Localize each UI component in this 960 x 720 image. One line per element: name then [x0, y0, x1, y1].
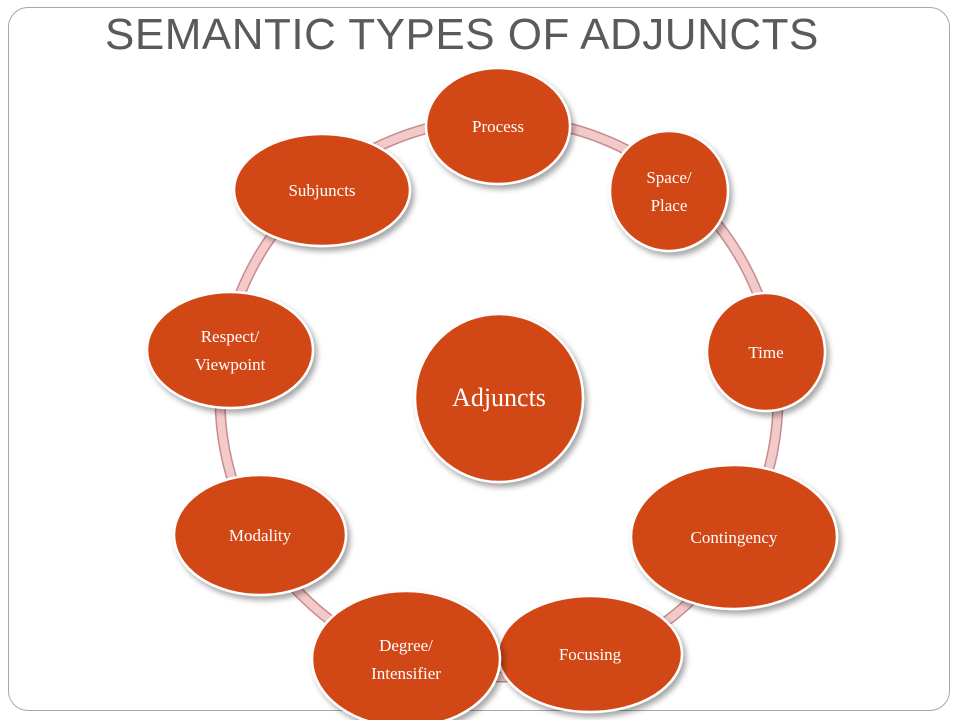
node-degree[interactable]: Degree/Intensifier: [310, 589, 502, 720]
node-modality-label: Modality: [229, 526, 292, 545]
node-focusing[interactable]: Focusing: [496, 594, 684, 714]
center-node-label: Adjuncts: [452, 383, 546, 412]
node-respect[interactable]: Respect/Viewpoint: [145, 290, 315, 410]
node-contingency-shape[interactable]: [629, 463, 839, 611]
node-time-label: Time: [748, 343, 783, 362]
node-space-place[interactable]: Space/Place: [608, 129, 730, 253]
node-space-place-label: Space/: [646, 168, 692, 187]
node-respect-label: Viewpoint: [195, 355, 266, 374]
node-modality[interactable]: Modality: [172, 473, 348, 597]
node-subjuncts-label: Subjuncts: [288, 181, 355, 200]
node-degree-shape[interactable]: [310, 589, 502, 720]
center-layer: Adjuncts: [413, 312, 585, 484]
node-process-label: Process: [472, 117, 524, 136]
node-space-place-shape[interactable]: [608, 129, 730, 253]
node-space-place-label: Place: [651, 196, 688, 215]
node-subjuncts[interactable]: Subjuncts: [232, 132, 412, 248]
node-process-shape[interactable]: [424, 66, 572, 186]
node-subjuncts-shape[interactable]: [232, 132, 412, 248]
node-respect-shape[interactable]: [145, 290, 315, 410]
node-time[interactable]: Time: [705, 291, 827, 413]
node-time-shape[interactable]: [705, 291, 827, 413]
node-contingency[interactable]: Contingency: [629, 463, 839, 611]
node-focusing-label: Focusing: [559, 645, 622, 664]
node-degree-label: Intensifier: [371, 664, 441, 683]
node-modality-shape[interactable]: [172, 473, 348, 597]
page-title: SEMANTIC TYPES OF ADJUNCTS: [105, 10, 819, 59]
node-respect-label: Respect/: [201, 327, 260, 346]
node-process[interactable]: Process: [424, 66, 572, 186]
node-degree-label: Degree/: [379, 636, 433, 655]
nodes-layer: ProcessSpace/PlaceTimeContingencyFocusin…: [145, 66, 839, 720]
node-contingency-label: Contingency: [691, 528, 778, 547]
center-node[interactable]: [413, 312, 585, 484]
